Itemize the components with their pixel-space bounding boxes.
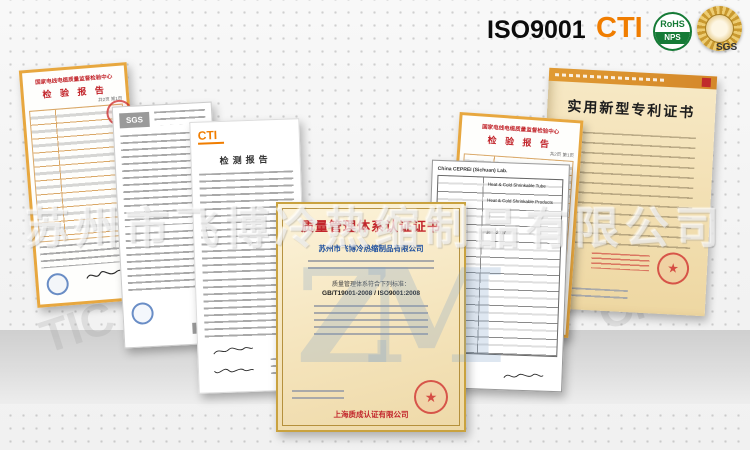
- text-lines: [39, 239, 126, 269]
- patent-header-text-dashes: [554, 73, 668, 82]
- seal-star-icon: ★: [424, 388, 438, 405]
- cti-report-logo: CTI: [197, 128, 218, 143]
- cert-cti-test-report: CTI 检测报告: [189, 118, 309, 394]
- blue-round-stamp: [131, 301, 155, 326]
- gold-medal-center: [705, 14, 734, 43]
- red-seal-stamp: ★: [656, 251, 690, 286]
- cert-iso9001-certificate: ZM 质量管理体系认证证书 苏州市飞博冷热缩制品有限公司 质量管理体系符合下列标…: [276, 202, 507, 432]
- certificate-title: 质量管理体系认证证书: [300, 220, 441, 235]
- cti-logo: CTI: [596, 12, 643, 44]
- cti-report-title: 检测报告: [219, 154, 272, 166]
- text-lines: [125, 229, 203, 294]
- sgs-logo: SGS: [119, 111, 150, 129]
- certificate-issuer: 上海质成认证有限公司: [333, 410, 409, 419]
- red-text-lines: [590, 252, 650, 272]
- standard-value: GB/T19001-2008 / ISO9001:2008: [322, 290, 420, 297]
- spec-product-2: Heat & Cold Shrinkable Products: [487, 197, 554, 205]
- seal-star-icon: ★: [666, 260, 680, 276]
- patent-red-stamp-icon: [701, 77, 712, 88]
- rohs-badge-icon: RoHS NPS: [653, 12, 692, 51]
- standard-label: 质量管理体系符合下列标准：: [331, 282, 410, 288]
- text-lines: [307, 260, 435, 274]
- rohs-badge-bottom-label: NPS: [655, 32, 690, 44]
- signature: [213, 346, 254, 355]
- signature: [503, 373, 544, 379]
- spec-product: Heat & Cold Shrinkable Tube: [487, 181, 546, 189]
- text-lines: [292, 390, 344, 404]
- rohs-badge-top-label: RoHS: [660, 19, 685, 29]
- red-seal-stamp: ★: [414, 380, 448, 414]
- certified-company: 苏州市飞博冷热缩制品有限公司: [318, 244, 424, 253]
- iso9001-logo: ISO9001: [487, 16, 586, 44]
- spec-produce-date: Jan. 2017: [486, 229, 506, 236]
- sgs-badge-label: SGS: [716, 42, 738, 53]
- gold-medal-icon: [697, 6, 742, 51]
- text-lines: [314, 305, 428, 339]
- blue-round-stamp: [45, 272, 70, 297]
- cert-spec-sheet: China CEPREI (Sichuan) Lab. Heat & Cold …: [424, 159, 570, 393]
- signature: [214, 368, 254, 374]
